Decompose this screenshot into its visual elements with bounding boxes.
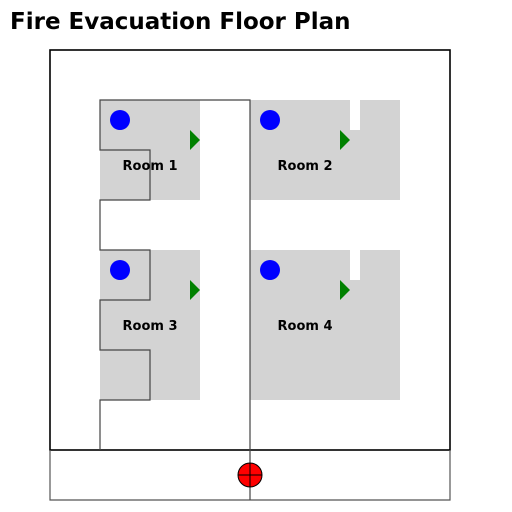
room-2-exit-arrow-icon [340, 130, 350, 150]
room-1-exit-arrow-icon [190, 130, 200, 150]
evacuation-route-line [99, 99, 251, 500]
room-4-door-gap [350, 250, 360, 280]
page-title: Fire Evacuation Floor Plan [10, 9, 351, 35]
room-2-label: Room 2 [278, 159, 333, 174]
room-1-label: Room 1 [123, 159, 178, 174]
occupant-markers [110, 110, 280, 280]
room-1-occupant-icon [110, 110, 130, 130]
room-3-label: Room 3 [123, 319, 178, 334]
exit-arrows [190, 130, 350, 300]
room-2-occupant-icon [260, 110, 280, 130]
room-4-occupant-icon [260, 260, 280, 280]
room-3-exit-arrow-icon [190, 280, 200, 300]
room-4-exit-arrow-icon [340, 280, 350, 300]
assembly-point-icon [237, 462, 263, 488]
room-3-occupant-icon [110, 260, 130, 280]
room-2-door-gap [350, 100, 360, 130]
room-4-label: Room 4 [278, 319, 333, 334]
